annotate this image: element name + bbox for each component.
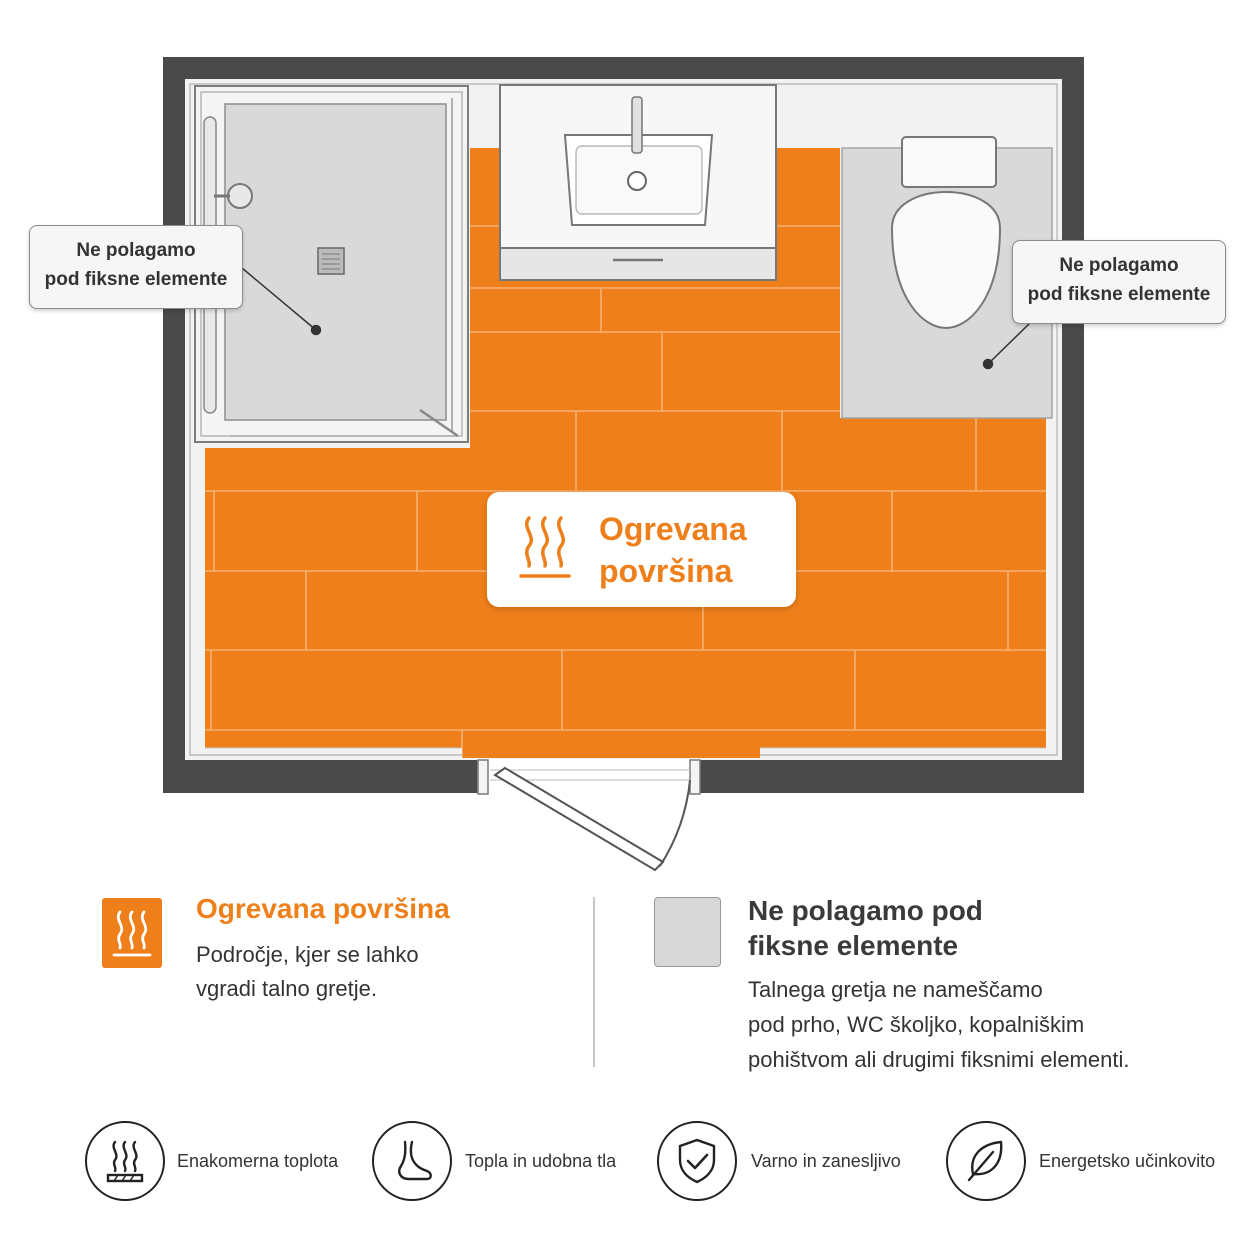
- legend-divider: [593, 897, 595, 1067]
- door-swing-arc: [659, 779, 691, 867]
- label-line: Ogrevana: [599, 511, 747, 547]
- legend-fixed-title: Ne polagamo pod fiksne elemente: [748, 893, 983, 963]
- feature-label: Topla in udobna tla: [465, 1151, 617, 1171]
- bathroom-floor-plan: [163, 57, 1084, 872]
- feature-label: Enakomerna toplota: [177, 1151, 339, 1171]
- desc-line: pohištvom ali drugimi fiksnimi elementi.: [748, 1047, 1130, 1072]
- shower: [194, 85, 469, 443]
- callout-line: Ne polagamo: [1059, 255, 1179, 276]
- title-line: Ne polagamo pod: [748, 895, 983, 926]
- faucet-icon: [631, 96, 643, 154]
- feature-even-heat: [85, 1121, 165, 1201]
- heated-area-label: Ogrevana površina: [487, 492, 796, 607]
- heat-waves-icon: [519, 516, 571, 578]
- feature-label: Varno in zanesljivo: [751, 1151, 901, 1171]
- feature-label: Energetsko učinkovito: [1039, 1151, 1216, 1171]
- callout-toilet: Ne polagamo pod fiksne elemente: [1012, 240, 1226, 324]
- feature-safe: [657, 1121, 737, 1201]
- desc-line: vgradi talno gretje.: [196, 976, 377, 1001]
- callout-pointer-left: [310, 324, 322, 336]
- shower-head-icon: [227, 183, 253, 209]
- shower-drain-icon: [317, 247, 345, 275]
- sink-drain-icon: [627, 171, 647, 191]
- toilet-tank: [901, 136, 997, 188]
- heat-waves-icon: [112, 910, 152, 957]
- callout-line: pod fiksne elemente: [44, 269, 228, 290]
- feature-warm-floor: [372, 1121, 452, 1201]
- callout-line: Ne polagamo: [76, 240, 196, 261]
- feature-energy-efficient: [946, 1121, 1026, 1201]
- legend-heated-title: Ogrevana površina: [196, 893, 450, 924]
- door-jamb-left: [477, 759, 489, 795]
- callout-shower: Ne polagamo pod fiksne elemente: [29, 225, 243, 309]
- desc-line: Področje, kjer se lahko: [196, 942, 419, 967]
- leaf-icon: [967, 1140, 1003, 1182]
- title-line: fiksne elemente: [748, 930, 959, 961]
- foot-icon: [398, 1140, 432, 1181]
- desc-line: Talnega gretja ne nameščamo: [748, 977, 1043, 1002]
- desc-line: pod prho, WC školjko, kopalniškim: [748, 1012, 1085, 1037]
- door-jamb-right: [689, 759, 701, 795]
- shield-check-icon: [678, 1138, 716, 1184]
- legend-heated-description: Področje, kjer se lahko vgradi talno gre…: [196, 938, 419, 1006]
- vanity-with-sink: [499, 84, 777, 281]
- heated-area-label-text: Ogrevana površina: [599, 508, 747, 592]
- legend-fixed-description: Talnega gretja ne nameščamo pod prho, WC…: [748, 972, 1129, 1077]
- legend-fixed-swatch: [654, 897, 721, 967]
- legend-heated-swatch: [102, 898, 162, 968]
- label-line: površina: [599, 553, 733, 589]
- heat-waves-icon: [106, 1140, 144, 1183]
- toilet-bowl: [890, 191, 1002, 330]
- callout-pointer-right: [982, 358, 994, 370]
- callout-line: pod fiksne elemente: [1027, 284, 1211, 305]
